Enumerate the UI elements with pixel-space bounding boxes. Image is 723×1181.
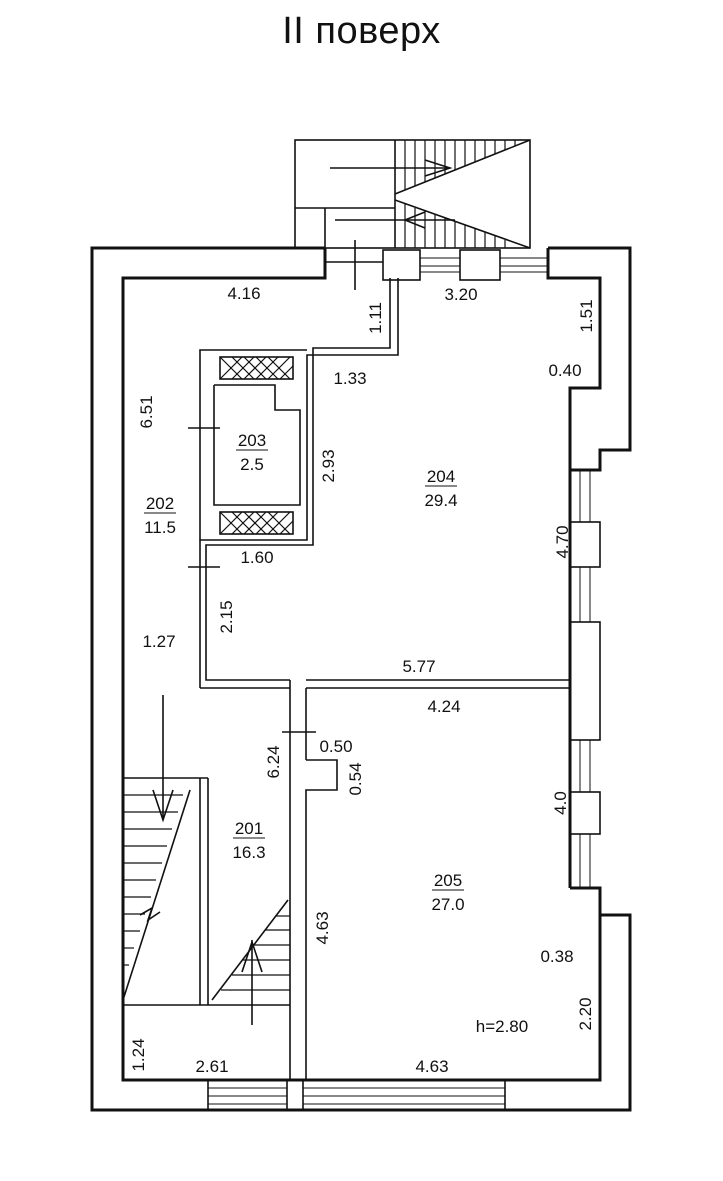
vent-shafts	[219, 356, 294, 535]
dim-label: 2.20	[576, 997, 595, 1030]
dim-label: 4.70	[553, 525, 572, 558]
dim-label: 2.61	[195, 1057, 228, 1076]
dim-label: 1.27	[142, 632, 175, 651]
dim-label: 2.15	[217, 600, 236, 633]
room-201-area: 16.3	[232, 843, 265, 862]
dim-label: 1.51	[577, 299, 596, 332]
dim-label: 0.50	[319, 737, 352, 756]
dim-label: 1.24	[129, 1038, 148, 1071]
room-201-number: 201	[235, 819, 263, 838]
room-203-area: 2.5	[240, 455, 264, 474]
internal-stair	[122, 695, 290, 1025]
dim-label: 4.24	[427, 697, 460, 716]
dim-label: 4.16	[227, 284, 260, 303]
ceiling-height: h=2.80	[476, 1017, 528, 1036]
room-labels: 203 2.5 204 29.4 202 11.5 201 16.3 205 2…	[144, 431, 465, 914]
dim-label: 6.51	[137, 395, 156, 428]
dim-label: 0.38	[540, 947, 573, 966]
plan-title: ІІ поверх	[282, 10, 441, 52]
bottom-openings	[207, 1079, 506, 1111]
dim-label: 0.40	[548, 361, 581, 380]
dim-label: 6.24	[264, 745, 283, 778]
dim-label: 1.33	[333, 369, 366, 388]
dim-label: 4.63	[415, 1057, 448, 1076]
dim-label: 3.20	[444, 285, 477, 304]
room-202-area: 11.5	[144, 518, 176, 537]
interior-walls	[188, 278, 570, 1080]
dim-label: 2.93	[319, 449, 338, 482]
dim-label: 4.0	[551, 791, 570, 815]
room-205-area: 27.0	[431, 895, 464, 914]
dim-label: 5.77	[402, 657, 435, 676]
dim-label: 0.54	[346, 762, 365, 795]
outer-walls	[90, 246, 632, 1112]
dimension-labels: 4.16 1.11 3.20 1.51 1.33 0.40 6.51 2.93 …	[129, 284, 596, 1076]
room-202-number: 202	[146, 494, 174, 513]
upper-stair	[294, 139, 531, 249]
dim-label: 4.63	[313, 911, 332, 944]
dim-label: 1.60	[240, 548, 273, 567]
room-204-number: 204	[427, 467, 455, 486]
dim-label: 1.11	[366, 302, 385, 334]
room-205-number: 205	[434, 871, 462, 890]
room-204-area: 29.4	[424, 491, 457, 510]
room-203-number: 203	[238, 431, 266, 450]
right-windows	[569, 470, 601, 888]
top-openings	[325, 240, 548, 290]
